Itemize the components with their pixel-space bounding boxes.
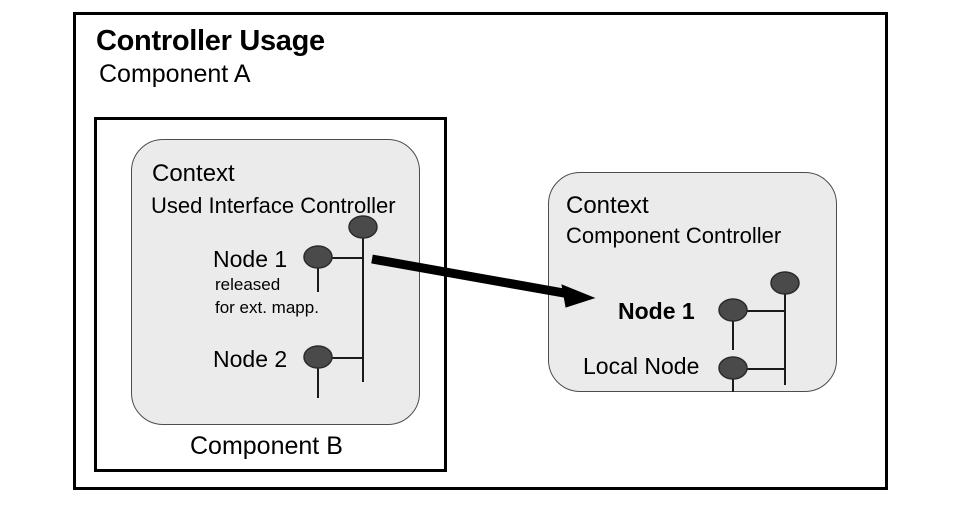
left-context-subtitle: Used Interface Controller <box>151 193 396 218</box>
left-context-title: Context <box>152 160 235 187</box>
left-node-2-label[interactable]: Node 2 <box>213 346 288 372</box>
left-node-1-label[interactable]: Node 1 <box>213 246 288 272</box>
right-local-node-label[interactable]: Local Node <box>583 353 700 379</box>
right-node-1-label[interactable]: Node 1 <box>618 298 695 324</box>
right-context-title: Context <box>566 192 649 219</box>
page-title: Controller Usage <box>96 25 325 57</box>
left-node-1-note-line1: released <box>215 275 281 294</box>
left-node-1-note-line2: for ext. mapp. <box>215 298 319 317</box>
component-b-label: Component B <box>190 432 343 460</box>
right-context-subtitle: Component Controller <box>566 223 782 248</box>
component-a-label: Component A <box>99 60 251 88</box>
